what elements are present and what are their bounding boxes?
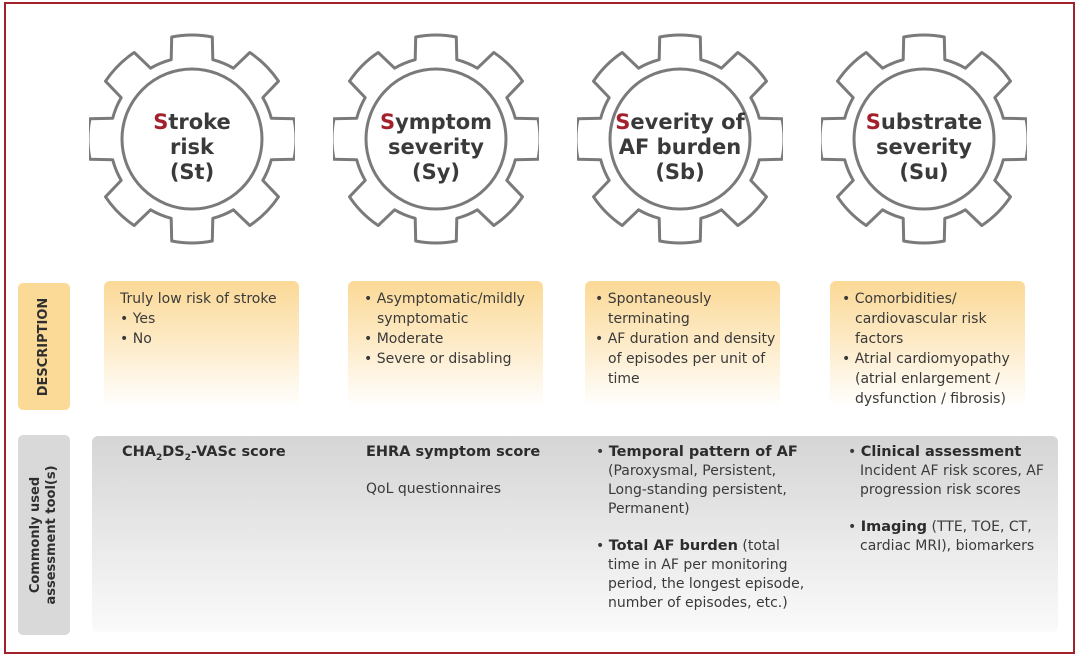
cha2ds2-vasc-score: CHA2DS2-VASc score	[122, 444, 286, 463]
description-bullet: • Comorbidities/ cardiovascular risk fac…	[842, 291, 987, 347]
gear-title-part: severity	[388, 135, 484, 159]
gear-title-part: risk	[169, 135, 215, 159]
gear-icon	[577, 33, 783, 245]
row-label-line: Commonly used	[28, 476, 43, 594]
gear-stroke-risk: Stroke risk (St)	[89, 24, 295, 254]
gear-icon	[89, 33, 295, 245]
gear-abbrev: (St)	[169, 160, 215, 184]
gear-inner-ring	[608, 67, 752, 211]
row-label-description: DESCRIPTION	[18, 283, 70, 410]
tools-symptom-severity: EHRA symptom score QoL questionnaires	[366, 443, 592, 499]
row-label-text: DESCRIPTION	[36, 297, 51, 396]
description-box-af-burden: • Spontaneously terminating • AF duratio…	[585, 281, 780, 407]
gear-symptom-severity: Symptom severity (Sy)	[333, 24, 539, 254]
gear-inner-ring	[120, 67, 264, 211]
row-label-line: assessment tool(s)	[44, 465, 59, 605]
row-label-text: Commonly used assessment tool(s)	[28, 465, 60, 604]
gear-abbrev: (Su)	[899, 160, 949, 184]
description-bullet: • Spontaneously terminating	[595, 291, 712, 327]
description-box-symptom-severity: • Asymptomatic/mildly symptomatic • Mode…	[348, 281, 543, 407]
gear-label-substrate-severity: Substrate severity (Su)	[821, 110, 1027, 185]
gear-title-part: ubstrate	[880, 110, 983, 134]
gear-initial: S	[865, 110, 881, 134]
gear-af-burden: Severity of AF burden (Sb)	[577, 24, 783, 254]
gear-substrate-severity: Substrate severity (Su)	[821, 24, 1027, 254]
tools-bullet: • Imaging (TTE, TOE, CT, cardiac MRI), b…	[848, 519, 1035, 554]
description-bullet: • Moderate	[364, 331, 444, 347]
description-bullet: • AF duration and density of episodes pe…	[595, 331, 776, 387]
tools-bullet: • Temporal pattern of AF(Paroxysmal, Per…	[596, 444, 798, 517]
description-bullet: • Atrial cardiomyopathy (atrial enlargem…	[842, 351, 1010, 407]
gear-icon	[821, 33, 1027, 245]
description-bullet: • No	[120, 331, 152, 347]
gear-label-af-burden: Severity of AF burden (Sb)	[577, 110, 783, 185]
tools-bullet: • Total AF burden (total time in AF per …	[596, 538, 805, 611]
ehra-score: EHRA symptom score	[366, 444, 541, 460]
qol-questionnaires: QoL questionnaires	[366, 481, 502, 497]
description-box-stroke-risk: Truly low risk of stroke • Yes • No	[104, 281, 299, 407]
gear-label-stroke-risk: Stroke risk (St)	[89, 110, 295, 185]
gear-title-part: ymptom	[395, 110, 493, 134]
row-label-assessment-tools: Commonly used assessment tool(s)	[18, 435, 70, 635]
gear-initial: S	[379, 110, 396, 134]
gear-abbrev: (Sb)	[655, 160, 705, 184]
figure-frame	[4, 2, 1075, 654]
assessment-tools-band	[92, 436, 1058, 632]
gear-icon	[333, 33, 539, 245]
description-bullet: • Asymptomatic/mildly symptomatic	[364, 291, 525, 327]
gear-initial: S	[153, 110, 169, 134]
description-bullet: • Yes	[120, 311, 156, 327]
description-box-substrate-severity: • Comorbidities/ cardiovascular risk fac…	[830, 281, 1025, 407]
gear-title-part: severity	[876, 135, 972, 159]
gear-abbrev: (Sy)	[411, 160, 460, 184]
gear-title-part: everity of	[630, 110, 745, 134]
gear-inner-ring	[364, 67, 508, 211]
gear-label-symptom-severity: Symptom severity (Sy)	[333, 110, 539, 185]
gear-initial: S	[615, 110, 631, 134]
description-bullet: • Severe or disabling	[364, 351, 512, 367]
tools-stroke-risk: CHA2DS2-VASc score	[122, 443, 348, 468]
description-text: Truly low risk of stroke	[120, 291, 277, 307]
gear-title-part: AF burden	[618, 135, 742, 159]
tools-af-burden: • Temporal pattern of AF(Paroxysmal, Per…	[596, 443, 810, 613]
gear-title-part: troke	[168, 110, 231, 134]
gear-inner-ring	[852, 67, 996, 211]
